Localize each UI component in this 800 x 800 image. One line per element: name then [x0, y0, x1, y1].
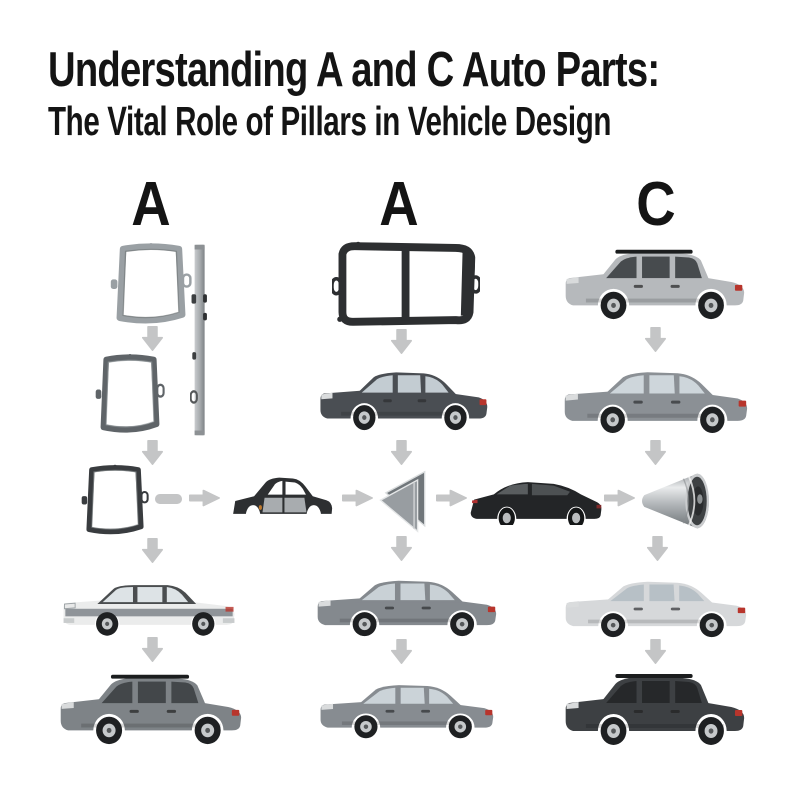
down-arrow-shape: [391, 329, 412, 354]
gray-suv-icon: [57, 664, 243, 748]
gray-sedan-icon: [317, 671, 495, 740]
black-wagon-icon: [468, 476, 604, 525]
pillar-glass-wedge-icon: [377, 469, 430, 535]
gray-sedan-shape: [564, 372, 748, 433]
down-arrow-shape: [142, 326, 163, 351]
down-arrow-icon: [142, 637, 163, 662]
down-arrow-shape: [391, 536, 412, 561]
pillar-glass-wedge-shape: [379, 470, 426, 533]
down-arrow-shape: [391, 639, 412, 664]
down-arrow-icon: [142, 326, 163, 351]
right-arrow-shape: [342, 489, 373, 507]
black-suv-icon: [562, 663, 746, 749]
right-arrow-icon: [342, 489, 373, 507]
double-window-frame-icon: [332, 240, 480, 328]
down-arrow-shape: [391, 440, 412, 465]
down-arrow-icon: [142, 440, 163, 465]
door-window-frame-shape: [82, 465, 148, 532]
down-arrow-icon: [645, 327, 666, 352]
gray-sedan-icon: [561, 356, 749, 435]
down-arrow-shape: [645, 327, 666, 352]
column-label-a-middle: A: [379, 170, 419, 239]
gray-suv-shape: [60, 674, 242, 745]
down-arrow-shape: [142, 440, 163, 465]
down-arrow-shape: [645, 639, 666, 664]
down-arrow-icon: [645, 440, 666, 465]
door-window-frame-icon: [81, 463, 149, 539]
column-label-c: C: [636, 170, 676, 239]
car-body-shell-shape: [233, 477, 333, 522]
column-label-a-left: A: [131, 170, 171, 239]
black-suv-shape: [565, 674, 745, 745]
right-arrow-icon: [189, 489, 220, 507]
down-arrow-icon: [391, 536, 412, 561]
dark-sedan-shape: [320, 372, 488, 431]
gray-sedan-shape: [320, 685, 494, 739]
down-arrow-icon: [647, 536, 668, 561]
double-window-frame-shape: [332, 242, 480, 322]
down-arrow-icon: [645, 639, 666, 664]
door-window-frame-icon: [110, 241, 192, 329]
b-pillar-strip-icon: [190, 242, 210, 438]
down-arrow-icon: [391, 440, 412, 465]
silver-sedan-icon: [562, 567, 748, 639]
down-arrow-shape: [142, 538, 163, 563]
metal-cone-icon: [637, 467, 719, 535]
silver-suv-shape: [565, 249, 745, 320]
right-arrow-shape: [604, 489, 635, 507]
gray-sedan-shape: [317, 580, 497, 637]
door-window-frame-icon: [95, 352, 165, 438]
down-arrow-icon: [142, 538, 163, 563]
gray-sedan-icon: [314, 566, 498, 638]
right-arrow-icon: [436, 489, 467, 507]
down-arrow-shape: [645, 440, 666, 465]
silver-sedan-shape: [565, 581, 747, 638]
car-body-shell-icon: [230, 472, 340, 522]
right-arrow-shape: [189, 489, 220, 507]
door-window-frame-shape: [96, 354, 164, 430]
dark-sedan-icon: [317, 357, 489, 432]
arrow-dash-shape: [154, 494, 183, 504]
black-wagon-shape: [470, 482, 602, 525]
right-arrow-icon: [604, 489, 635, 507]
arrow-dash-icon: [154, 493, 183, 505]
down-arrow-shape: [142, 637, 163, 662]
down-arrow-icon: [391, 639, 412, 664]
metal-cone-shape: [641, 472, 710, 530]
silver-suv-icon: [562, 239, 746, 323]
classic-sedan-icon: [60, 571, 238, 639]
title-line-2: The Vital Role of Pillars in Vehicle Des…: [48, 98, 612, 144]
classic-sedan-shape: [63, 584, 235, 637]
door-window-frame-shape: [111, 243, 191, 320]
b-pillar-strip-shape: [190, 243, 209, 437]
right-arrow-shape: [436, 489, 467, 507]
title-line-1: Understanding A and C Auto Parts:: [48, 43, 660, 97]
down-arrow-shape: [647, 536, 668, 561]
down-arrow-icon: [391, 329, 412, 354]
